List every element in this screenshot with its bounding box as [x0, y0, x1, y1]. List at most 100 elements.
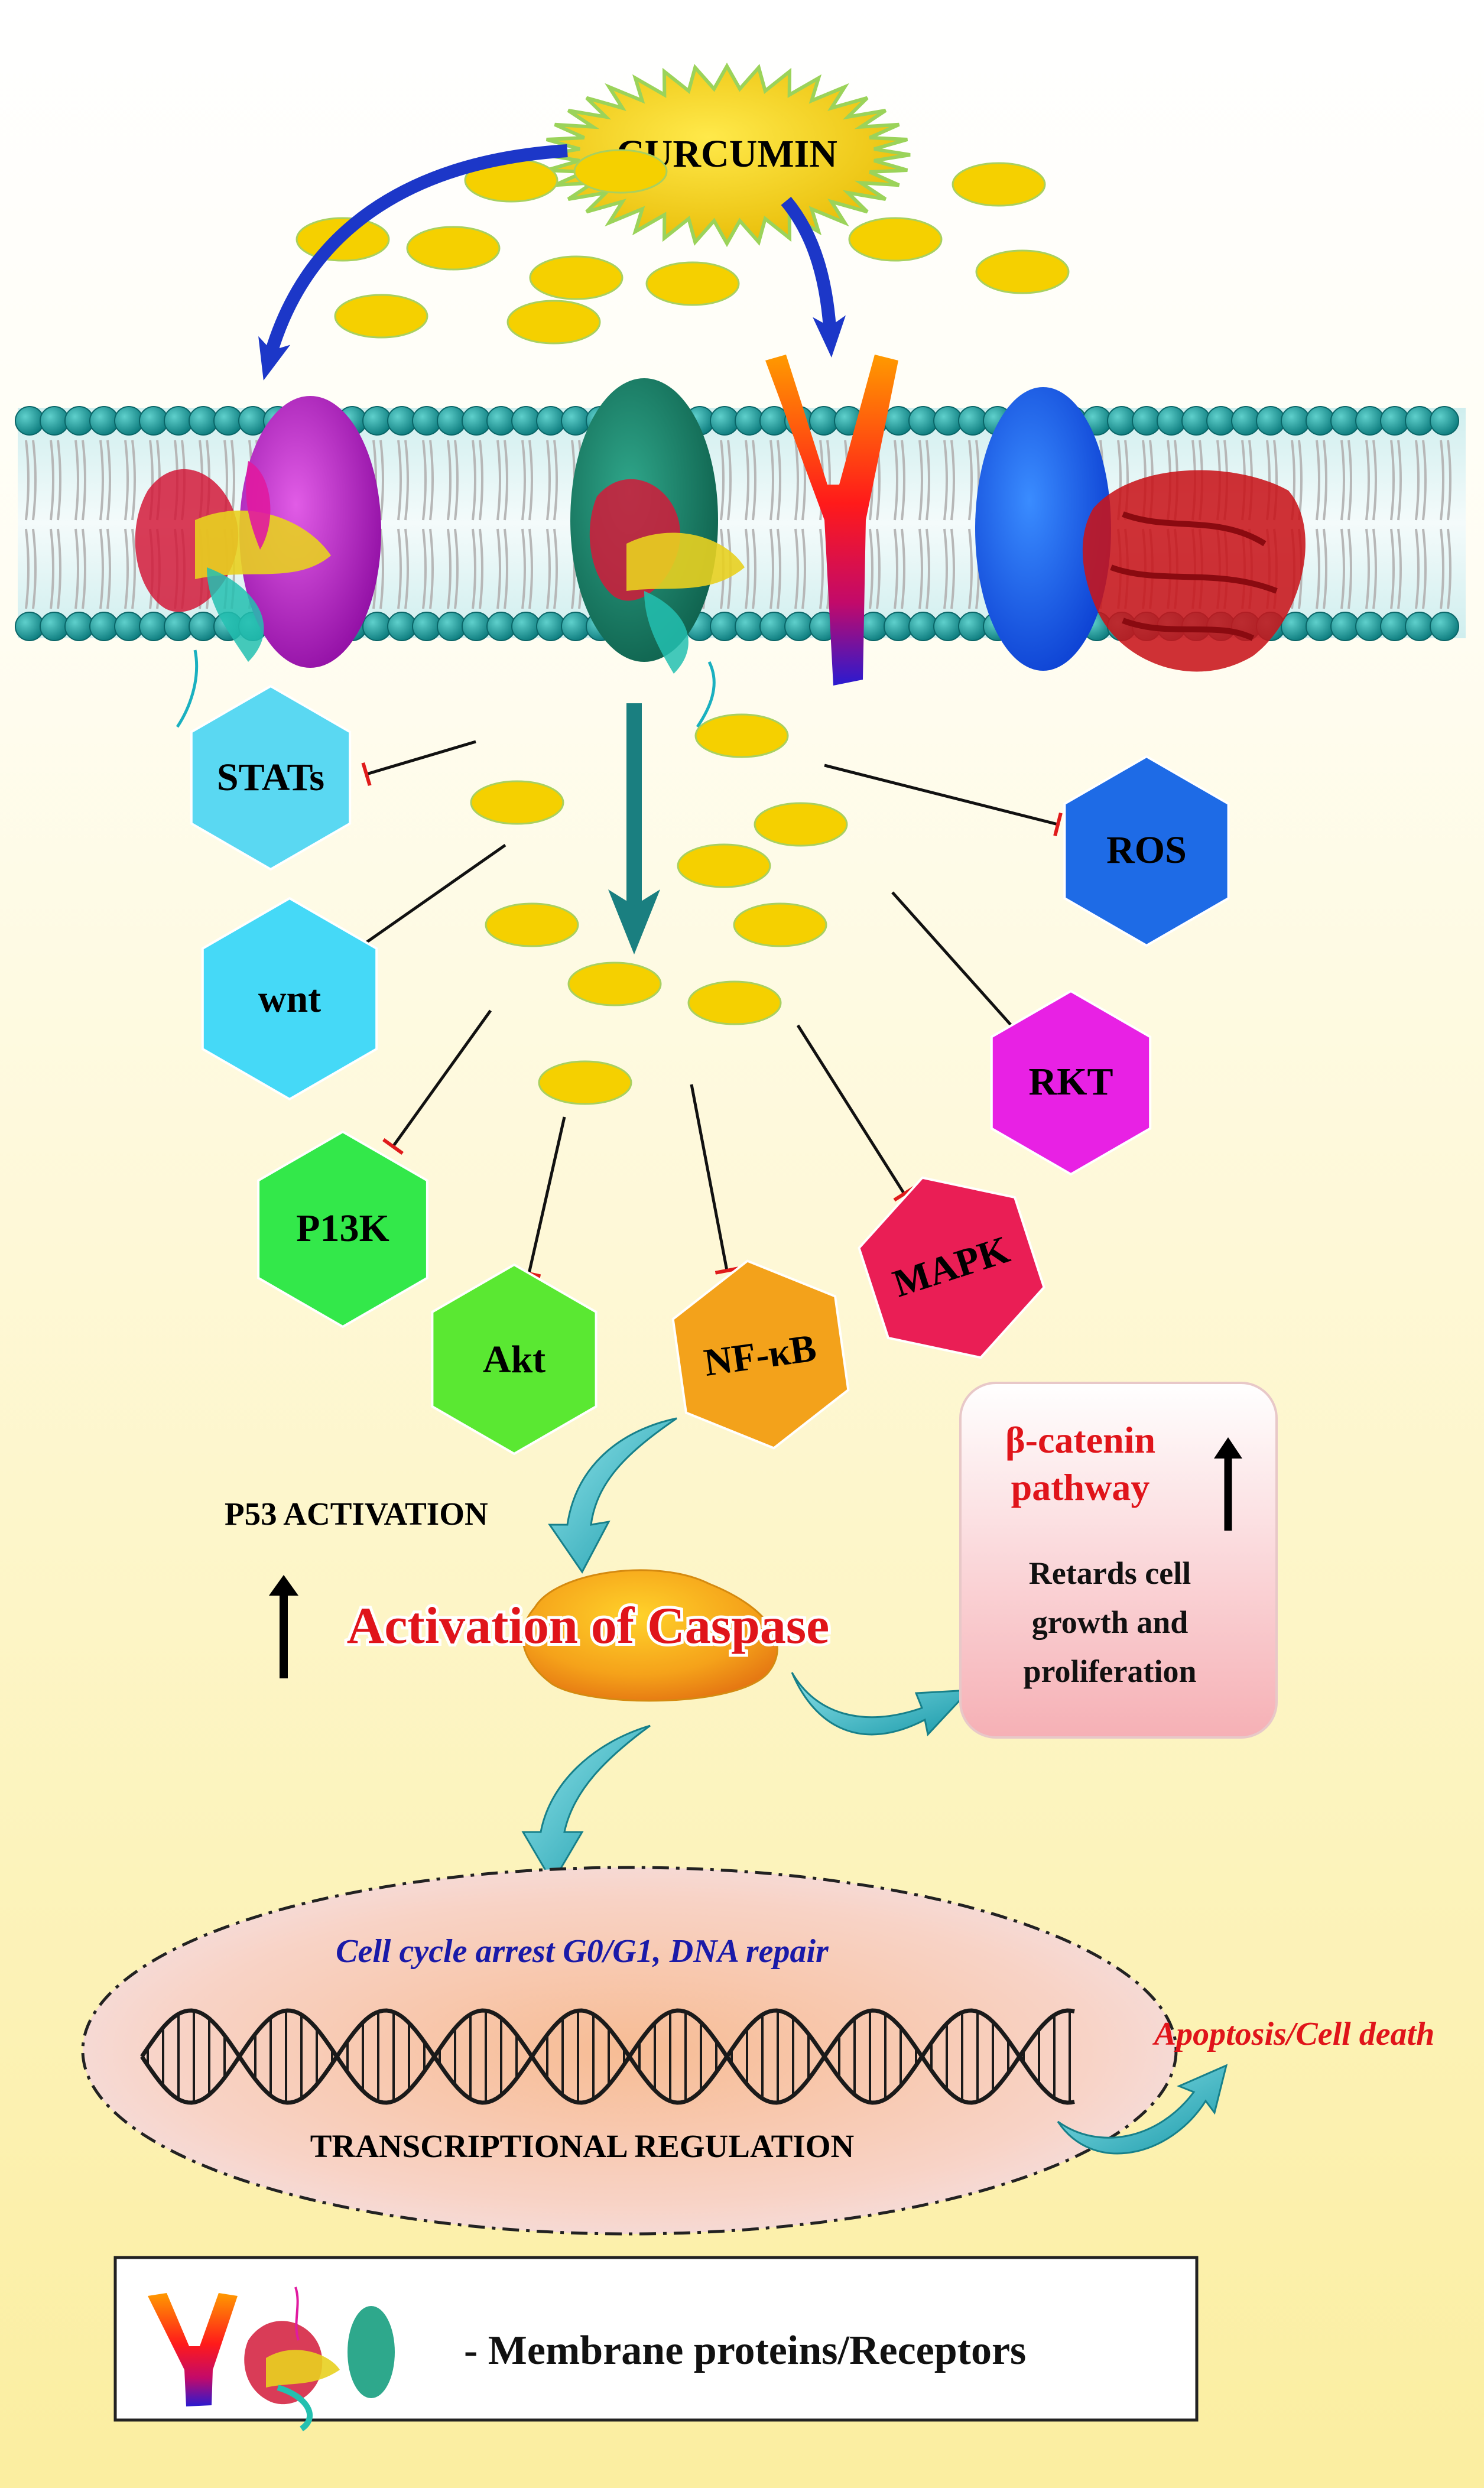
legend-y-receptor-icon [148, 2293, 238, 2406]
legend-label: - Membrane proteins/Receptors [464, 2328, 1026, 2373]
curcumin-molecule [573, 149, 668, 194]
lipid-head [933, 406, 963, 436]
lipid-head [1330, 612, 1360, 641]
lipid-head [189, 612, 218, 641]
lipid-head [884, 406, 913, 436]
lipid-head [1107, 406, 1136, 436]
nfkb-to-caspase-arrow [548, 1417, 677, 1574]
lipid-tail [901, 528, 905, 609]
caspase-blob [522, 1569, 778, 1702]
lipid-tail [1397, 440, 1402, 521]
akt-label: Akt [483, 1338, 545, 1381]
lipid-head [164, 406, 193, 436]
nucleus: Cell cycle arrest G0/G1, DNA repair TRAN… [81, 1866, 1178, 2236]
p53-label: P53 ACTIVATION [225, 1496, 488, 1532]
curcumin-molecule [538, 1060, 632, 1105]
caspase-to-nucleus-arrow [521, 1724, 651, 1884]
lipid-head [1430, 612, 1459, 641]
lipid-tail [1415, 440, 1420, 521]
lipid-tail [379, 528, 384, 609]
lipid-head [437, 612, 466, 641]
lipid-head [536, 612, 566, 641]
rkt-label: RKT [1028, 1060, 1113, 1103]
lipid-tail [794, 440, 799, 521]
lipid-tail [479, 440, 483, 521]
lipid-head [1430, 406, 1459, 436]
lipid-head [15, 406, 44, 436]
lipid-tail [99, 528, 104, 609]
lipid-tail [397, 528, 402, 609]
lipid-tail [1347, 440, 1352, 521]
lipid-tail [99, 440, 104, 521]
lipid-tail [422, 440, 427, 521]
lipid-head [1306, 612, 1335, 641]
lipid-tail [521, 528, 526, 609]
lipid-tail [918, 440, 923, 521]
nfkb-hexagon [671, 1259, 850, 1450]
lipid-tail [727, 440, 732, 521]
lipid-head [908, 612, 938, 641]
lipid-head [89, 406, 119, 436]
wnt-label: wnt [258, 977, 321, 1021]
lipid-head [387, 406, 417, 436]
lipid-head [710, 612, 739, 641]
lipid-head [735, 612, 764, 641]
lipid-head [139, 406, 168, 436]
lipid-head [486, 406, 516, 436]
lipid-tail [745, 528, 749, 609]
lipid-head [213, 406, 243, 436]
nucleus-to-apoptosis-arrow [1057, 2064, 1228, 2155]
curcumin-molecule [975, 249, 1070, 294]
lipid-tail [553, 440, 558, 521]
lipid-head [139, 612, 168, 641]
lipid-tail [801, 528, 806, 609]
lipid-head [784, 612, 814, 641]
curcumin-arrow-left [258, 144, 568, 381]
lipid-tail [553, 528, 558, 609]
lipid-tail [106, 440, 111, 521]
target-rkt: RKT [990, 989, 1152, 1176]
dna-helix [140, 2008, 1075, 2105]
lipid-tail [546, 528, 551, 609]
lipid-head [64, 612, 94, 641]
wnt-hexagon [201, 897, 378, 1101]
lipid-head [412, 612, 441, 641]
beta-catenin-title-line2: pathway [1011, 1466, 1150, 1508]
lipid-head [387, 612, 417, 641]
lipid-head [1256, 406, 1285, 436]
lipid-tail [1372, 528, 1377, 609]
lipid-head [561, 406, 590, 436]
lipid-tail [82, 440, 86, 521]
target-mapk: MAPK [858, 1176, 1045, 1359]
p53-up-arrow [269, 1575, 298, 1678]
lipid-head [437, 406, 466, 436]
curcumin-molecule [485, 902, 579, 947]
lipid-tail [1372, 440, 1377, 521]
target-stats: STATs [190, 684, 352, 871]
lipid-tail [869, 528, 873, 609]
caspase-label: Activation of Caspase [347, 1597, 829, 1655]
lipid-tail [422, 528, 427, 609]
target-ros: ROS [1063, 755, 1230, 947]
lipid-head [462, 612, 491, 641]
lipid-tail [50, 440, 54, 521]
lipid-tail [1323, 528, 1327, 609]
lipid-tail [57, 440, 61, 521]
apoptosis-label: Apoptosis/Cell death [1152, 2016, 1435, 2052]
curcumin-molecule [470, 780, 564, 825]
lipid-tail [1447, 528, 1451, 609]
lipid-head [462, 406, 491, 436]
lipid-tail [777, 440, 781, 521]
lipid-tail [1316, 440, 1320, 521]
lipid-tail [918, 528, 923, 609]
lipid-tail [32, 528, 37, 609]
lipid-tail [1422, 528, 1427, 609]
lipid-head [1132, 406, 1161, 436]
lipid-head [511, 612, 541, 641]
lipid-tail [124, 528, 129, 609]
curcumin-molecule [848, 217, 943, 262]
akt-hexagon [431, 1263, 598, 1456]
lipid-tail [1316, 528, 1320, 609]
ros-hexagon [1063, 755, 1230, 947]
